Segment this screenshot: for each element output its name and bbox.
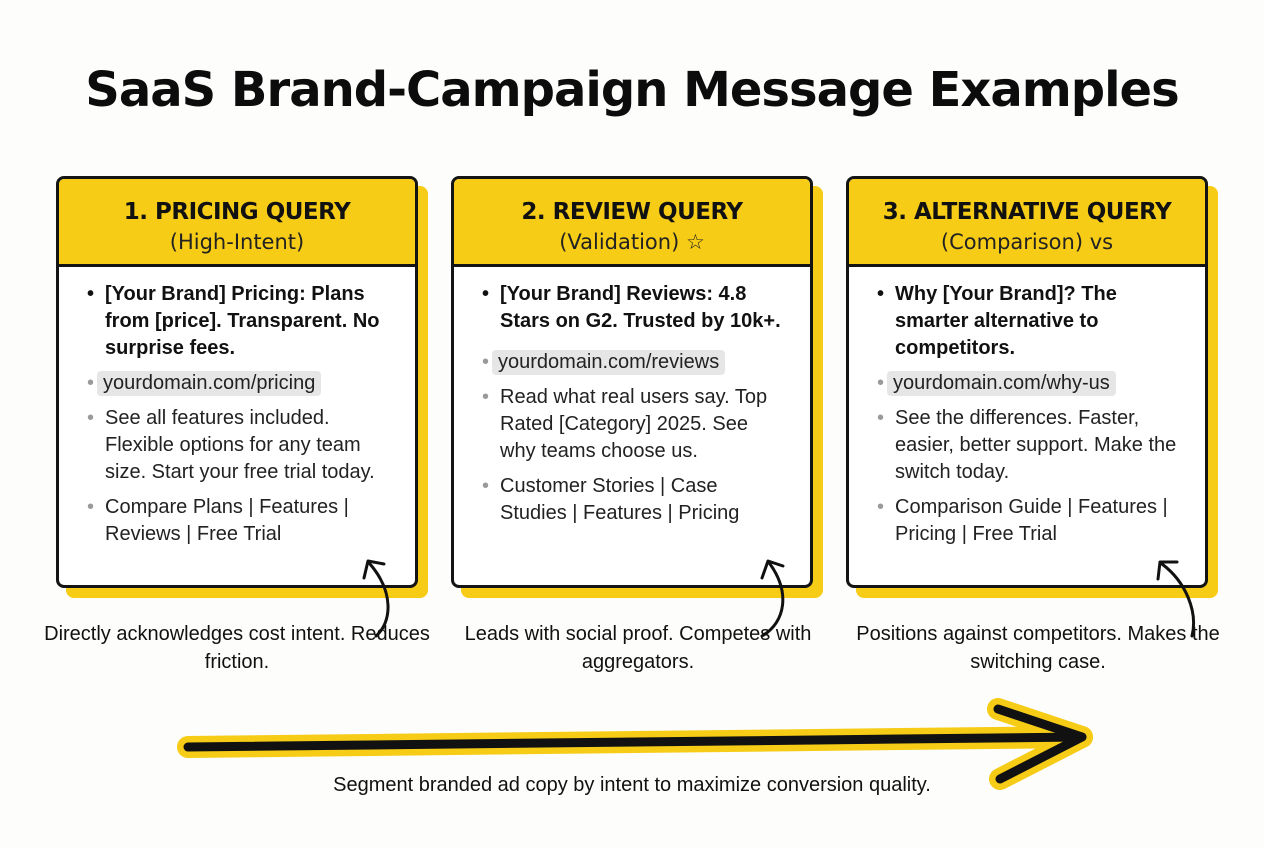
card-subheading: (Validation) ☆ [559,230,705,254]
annotation-review: Leads with social proof. Competes with a… [464,623,812,673]
curved-arrow-icon [1156,560,1195,638]
ad-description-text: See all features included. Flexible opti… [105,407,375,483]
card-pricing-query: 1. PRICING QUERY (High-Intent) • [Your B… [56,176,428,598]
ad-description: • Read what real users say. Top Rated [C… [480,384,784,465]
card-panel: 3. ALTERNATIVE QUERY (Comparison) vs • W… [846,176,1208,588]
ad-url-chip: yourdomain.com/pricing [97,371,322,396]
bullet-icon: • [87,283,95,305]
long-arrow-icon [177,698,1093,790]
card-body: • [Your Brand] Pricing: Plans from [pric… [59,267,415,548]
card-subheading: (High-Intent) [169,230,305,254]
curved-arrow-icon [760,559,785,638]
bullet-icon: • [482,386,490,408]
ad-sitelinks-text: Compare Plans | Features | Reviews | Fre… [105,496,349,545]
ad-headline: • [Your Brand] Reviews: 4.8 Stars on G2.… [480,281,784,335]
annotation-pricing: Directly acknowledges cost intent. Reduc… [44,623,430,673]
bullet-icon: • [482,351,490,373]
ad-headline-text: [Your Brand] Pricing: Plans from [price]… [105,283,380,359]
bullet-icon: • [877,283,885,305]
footer-caption: Segment branded ad copy by intent to max… [333,774,931,796]
bullet-icon: • [87,407,95,429]
card-heading: 1. PRICING QUERY [123,199,351,225]
ad-description-text: Read what real users say. Top Rated [Cat… [500,386,768,462]
annotation-alternative: Positions against competitors. Makes the… [856,623,1220,673]
ad-sitelinks: • Customer Stories | Case Studies | Feat… [480,473,784,527]
ad-sitelinks-text: Customer Stories | Case Studies | Featur… [500,475,740,524]
ad-description: • See all features included. Flexible op… [85,405,389,486]
card-alternative-query: 3. ALTERNATIVE QUERY (Comparison) vs • W… [846,176,1218,598]
bullet-icon: • [482,475,490,497]
ad-url-chip: yourdomain.com/reviews [492,350,726,375]
ad-sitelinks-text: Comparison Guide | Features | Pricing | … [895,496,1168,545]
curved-arrow-icon [362,559,390,638]
card-heading: 2. REVIEW QUERY [521,199,743,225]
ad-headline: • [Your Brand] Pricing: Plans from [pric… [85,281,389,362]
card-review-query: 2. REVIEW QUERY (Validation) ☆ • [Your B… [451,176,823,598]
ad-url-chip: yourdomain.com/why-us [887,371,1116,396]
ad-sitelinks: • Comparison Guide | Features | Pricing … [875,494,1179,548]
ad-headline-text: [Your Brand] Reviews: 4.8 Stars on G2. T… [500,283,781,332]
card-body: • [Your Brand] Reviews: 4.8 Stars on G2.… [454,267,810,527]
ad-description-text: See the differences. Faster, easier, bet… [895,407,1177,483]
bullet-icon: • [482,283,490,305]
ad-headline-text: Why [Your Brand]? The smarter alternativ… [895,283,1117,359]
bullet-icon: • [877,407,885,429]
ad-url: • yourdomain.com/why-us [875,370,1179,397]
page-title: SaaS Brand-Campaign Message Examples [85,62,1179,118]
card-header: 2. REVIEW QUERY (Validation) ☆ [454,179,810,267]
bullet-icon: • [877,372,885,394]
ad-url: • yourdomain.com/reviews [480,349,784,376]
card-header: 3. ALTERNATIVE QUERY (Comparison) vs [849,179,1205,267]
bullet-icon: • [877,496,885,518]
card-subheading: (Comparison) vs [940,230,1114,254]
card-panel: 2. REVIEW QUERY (Validation) ☆ • [Your B… [451,176,813,588]
card-panel: 1. PRICING QUERY (High-Intent) • [Your B… [56,176,418,588]
ad-sitelinks: • Compare Plans | Features | Reviews | F… [85,494,389,548]
ad-description: • See the differences. Faster, easier, b… [875,405,1179,486]
bullet-icon: • [87,372,95,394]
bullet-icon: • [87,496,95,518]
ad-url: • yourdomain.com/pricing [85,370,389,397]
card-header: 1. PRICING QUERY (High-Intent) [59,179,415,267]
ad-headline: • Why [Your Brand]? The smarter alternat… [875,281,1179,362]
card-heading: 3. ALTERNATIVE QUERY [882,199,1172,225]
card-body: • Why [Your Brand]? The smarter alternat… [849,267,1205,548]
